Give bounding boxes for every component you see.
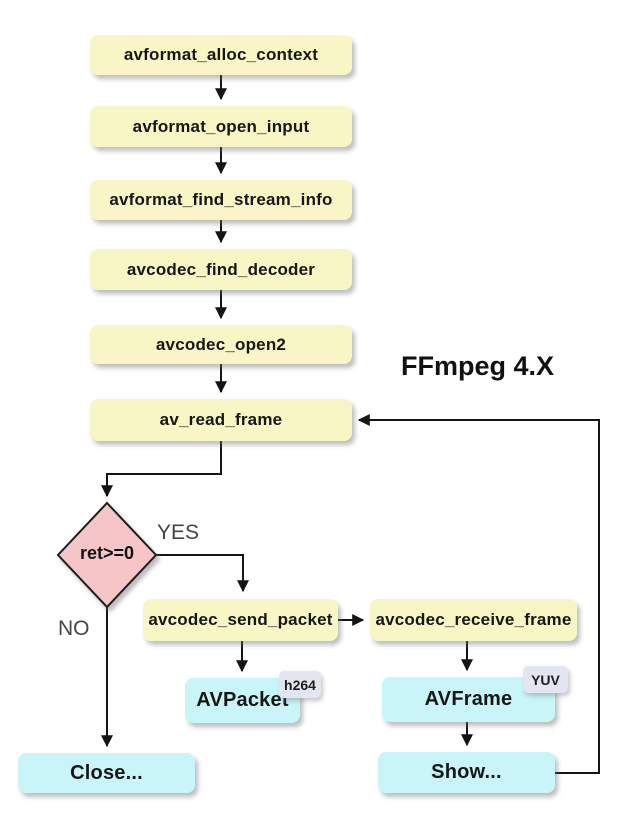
badge-h264: h264 [279, 671, 321, 698]
arrow-readframe-to-decision [101, 441, 222, 498]
node-avformat-alloc-context: avformat_alloc_context [90, 35, 352, 75]
arrow-show-loop-to-readframe [357, 414, 600, 774]
branch-label-no: NO [58, 617, 90, 640]
node-avcodec-open2: avcodec_open2 [90, 325, 352, 364]
node-avcodec-find-decoder: avcodec_find_decoder [90, 249, 352, 290]
node-avframe: AVFrame [382, 677, 555, 722]
node-avformat-find-stream-info: avformat_find_stream_info [90, 180, 352, 220]
node-show: Show... [378, 752, 555, 793]
node-av-read-frame: av_read_frame [90, 399, 352, 441]
node-avcodec-send-packet: avcodec_send_packet [143, 599, 338, 641]
badge-yuv: YUV [523, 666, 568, 693]
decision-condition-label: ret>=0 [79, 543, 135, 563]
node-avcodec-receive-frame: avcodec_receive_frame [370, 599, 577, 641]
node-avformat-open-input: avformat_open_input [90, 106, 352, 147]
node-close: Close... [18, 753, 195, 793]
diagram-title: FFmpeg 4.X [401, 351, 555, 381]
decision-diamond-shape [56, 501, 158, 609]
branch-label-yes: YES [157, 521, 200, 544]
arrow-decision-yes-to-sendpacket [156, 554, 249, 593]
